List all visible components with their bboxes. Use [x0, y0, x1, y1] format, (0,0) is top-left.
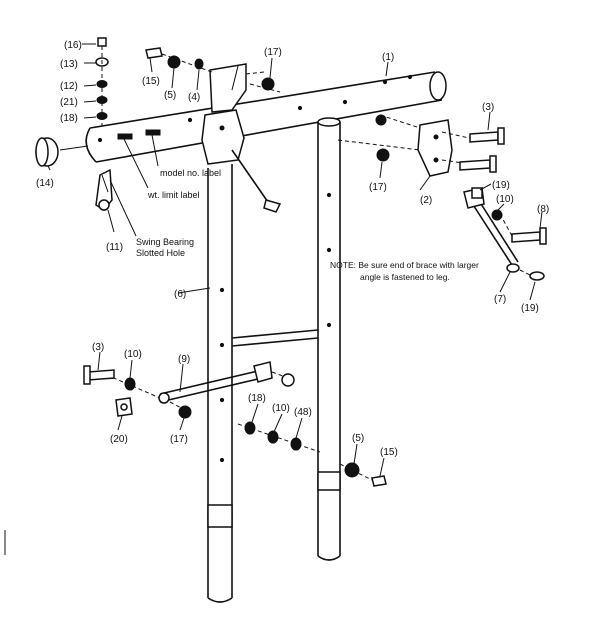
- end-cap: [35, 137, 89, 167]
- callout-12: (12): [60, 81, 78, 92]
- callout-8: (8): [537, 204, 549, 215]
- callout-19: (19): [492, 180, 510, 191]
- rail-labels: [117, 129, 161, 189]
- note-line-1: NOTE: Be sure end of brace with larger: [330, 260, 479, 270]
- left-leg: [207, 164, 233, 603]
- callout-9: (9): [178, 354, 190, 365]
- leader-lines: [47, 43, 543, 477]
- callout-2: (2): [420, 195, 432, 206]
- top-rail: [85, 71, 447, 163]
- note-line-2: angle is fastened to leg.: [360, 272, 450, 282]
- callout-3: (3): [92, 342, 104, 353]
- callout-14: (14): [36, 178, 54, 189]
- callout-10: (10): [124, 349, 142, 360]
- callout-17: (17): [264, 47, 282, 58]
- callout-5: (5): [352, 433, 364, 444]
- model-no-label: model no. label: [160, 168, 221, 178]
- right-hardware: [375, 114, 547, 281]
- callout-10: (10): [272, 403, 290, 414]
- callout-18: (18): [248, 393, 266, 404]
- callout-15: (15): [380, 447, 398, 458]
- callout-10: (10): [496, 194, 514, 205]
- callout-48: (48): [294, 407, 312, 418]
- callout-18: (18): [60, 113, 78, 124]
- callout-3: (3): [482, 102, 494, 113]
- callout-11: (11): [106, 242, 123, 253]
- callout-7: (7): [494, 294, 506, 305]
- callout-13: (13): [60, 59, 78, 70]
- top-hardware: [145, 47, 275, 91]
- left-bracket: [201, 63, 282, 213]
- callout-19: (19): [521, 303, 539, 314]
- callout-16: (16): [64, 40, 82, 51]
- callout-1: (1): [382, 52, 394, 63]
- swing-bearing-label: Swing Bearing: [136, 237, 194, 247]
- callout-5: (5): [164, 90, 176, 101]
- hardware-stack: [95, 37, 109, 126]
- lower-right-hardware: [244, 421, 387, 487]
- right-bracket: [337, 114, 479, 177]
- callout-17: (17): [369, 182, 387, 193]
- swing-bearing: [95, 168, 137, 237]
- text-labels: model no. label wt. limit label Swing Be…: [136, 168, 479, 282]
- callout-4: (4): [188, 92, 200, 103]
- callout-21: (21): [60, 97, 78, 108]
- callout-15: (15): [142, 76, 160, 87]
- callout-17: (17): [170, 434, 188, 445]
- right-leg: [317, 117, 341, 561]
- callouts: (16) (13) (12) (21) (18) (15) (5) (4) (1…: [36, 40, 549, 458]
- slotted-hole-label: Slotted Hole: [136, 248, 185, 258]
- callout-20: (20): [110, 434, 128, 445]
- callout-6: (6): [174, 289, 186, 300]
- wt-limit-label: wt. limit label: [147, 190, 200, 200]
